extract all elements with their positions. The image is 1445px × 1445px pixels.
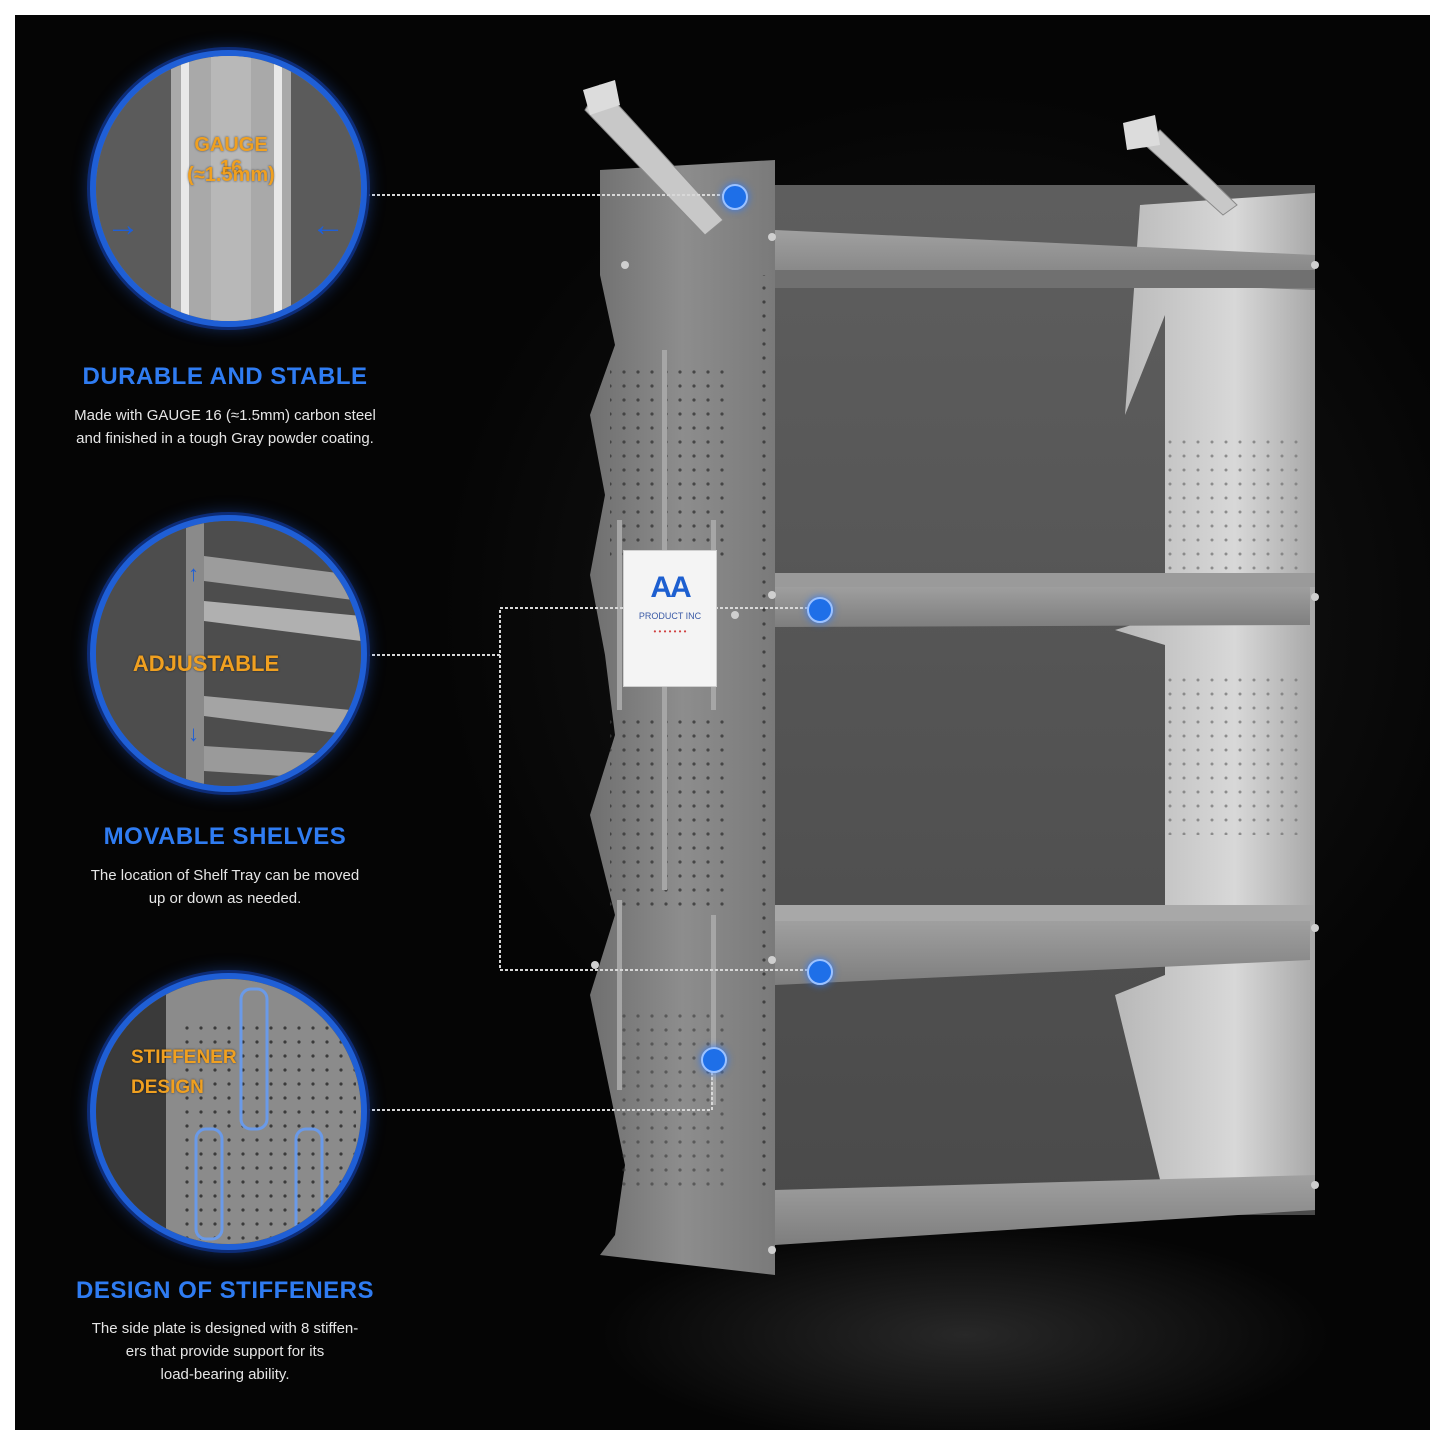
feature-desc-movable-line1: The location of Shelf Tray can be moved — [90, 867, 360, 884]
feature-desc-durable-line1: Made with GAUGE 16 (≈1.5mm) carbon steel — [74, 407, 376, 424]
stiffener-callout-design: DESIGN — [131, 1077, 204, 1098]
middle-shelf — [775, 585, 1310, 627]
arrow-down-icon: ↓ — [188, 721, 199, 746]
feature-title-movable: MOVABLE SHELVES — [103, 823, 347, 850]
brand-logo-name: PRODUCT INC — [638, 611, 702, 621]
product-infographic: AA PRODUCT INC • • • • • • • GAUGE 16 (≈… — [15, 15, 1430, 1430]
stiffener-callout-label: STIFFENER — [131, 1047, 237, 1068]
arrow-right-icon: → — [106, 206, 140, 244]
feature-desc-durable-line2: and finished in a tough Gray powder coat… — [76, 430, 374, 447]
feature-desc-stiffeners-line3: load-bearing ability. — [160, 1366, 290, 1383]
callout-dot-icon — [807, 597, 833, 623]
callout-dot-icon — [722, 184, 748, 210]
mounting-bracket-left — [583, 80, 724, 236]
mounting-bracket-right — [1123, 115, 1238, 216]
brand-logo-tagline: • • • • • • • — [653, 627, 687, 636]
arrow-up-icon: ↑ — [188, 561, 199, 586]
adjustable-callout-label: ADJUSTABLE — [132, 651, 280, 676]
feature-title-stiffeners: DESIGN OF STIFFENERS — [75, 1277, 375, 1304]
feature-desc-stiffeners-line1: The side plate is designed with 8 stiffe… — [91, 1320, 359, 1337]
callout-dot-icon — [701, 1047, 727, 1073]
feature-title-durable: DURABLE AND STABLE — [82, 363, 368, 390]
gauge-callout-thickness: (≈1.5mm) — [187, 164, 275, 186]
feature-desc-stiffeners-line2: ers that provide support for its — [125, 1343, 325, 1360]
callout-dot-icon — [807, 959, 833, 985]
shelving-unit-illustration — [367, 80, 1319, 1275]
brand-logo-card: AA PRODUCT INC • • • • • • • — [623, 550, 717, 687]
lower-shelf — [775, 920, 1310, 985]
stiffener-detail-circle: STIFFENER DESIGN — [90, 973, 367, 1250]
brand-logo-mark: AA — [650, 571, 691, 604]
gauge-callout-label: GAUGE 16 — [194, 134, 268, 179]
arrow-left-icon: ← — [311, 206, 345, 244]
gauge-detail-circle: GAUGE 16 (≈1.5mm) → ← — [90, 50, 367, 327]
feature-desc-movable-line2: up or down as needed. — [148, 890, 302, 907]
bottom-rail — [775, 1175, 1315, 1245]
adjustable-detail-circle: ↑ ↓ ADJUSTABLE — [90, 515, 367, 792]
